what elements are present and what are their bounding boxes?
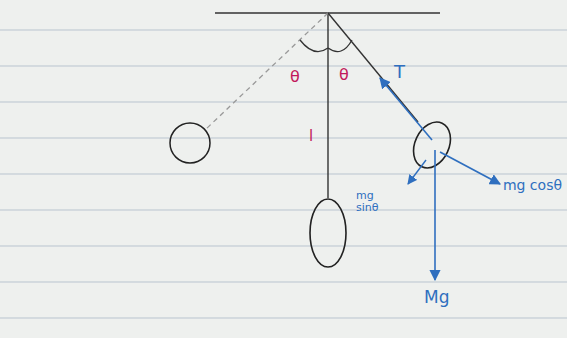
angle-arc [300,40,328,52]
angle-arc [328,40,352,52]
length-label: l [309,128,313,145]
weight-label: Mg [424,288,449,307]
string [327,13,328,198]
bob-left [170,123,210,163]
bob-right [406,116,457,174]
mgcos-arrow [440,152,500,184]
force-label: mg sinθ [356,190,392,214]
force-label: mg cosθ [503,178,562,193]
tension-label: T [394,62,405,82]
notebook-lines [0,30,567,318]
dashed-string [205,13,328,130]
string-right [328,13,418,122]
mgsin-arrow [408,160,426,184]
weight-arrow [434,150,436,280]
angle-label: θ [339,66,349,84]
bob [310,199,346,267]
tension-arrow [380,78,432,140]
angle-label: θ [290,68,300,86]
